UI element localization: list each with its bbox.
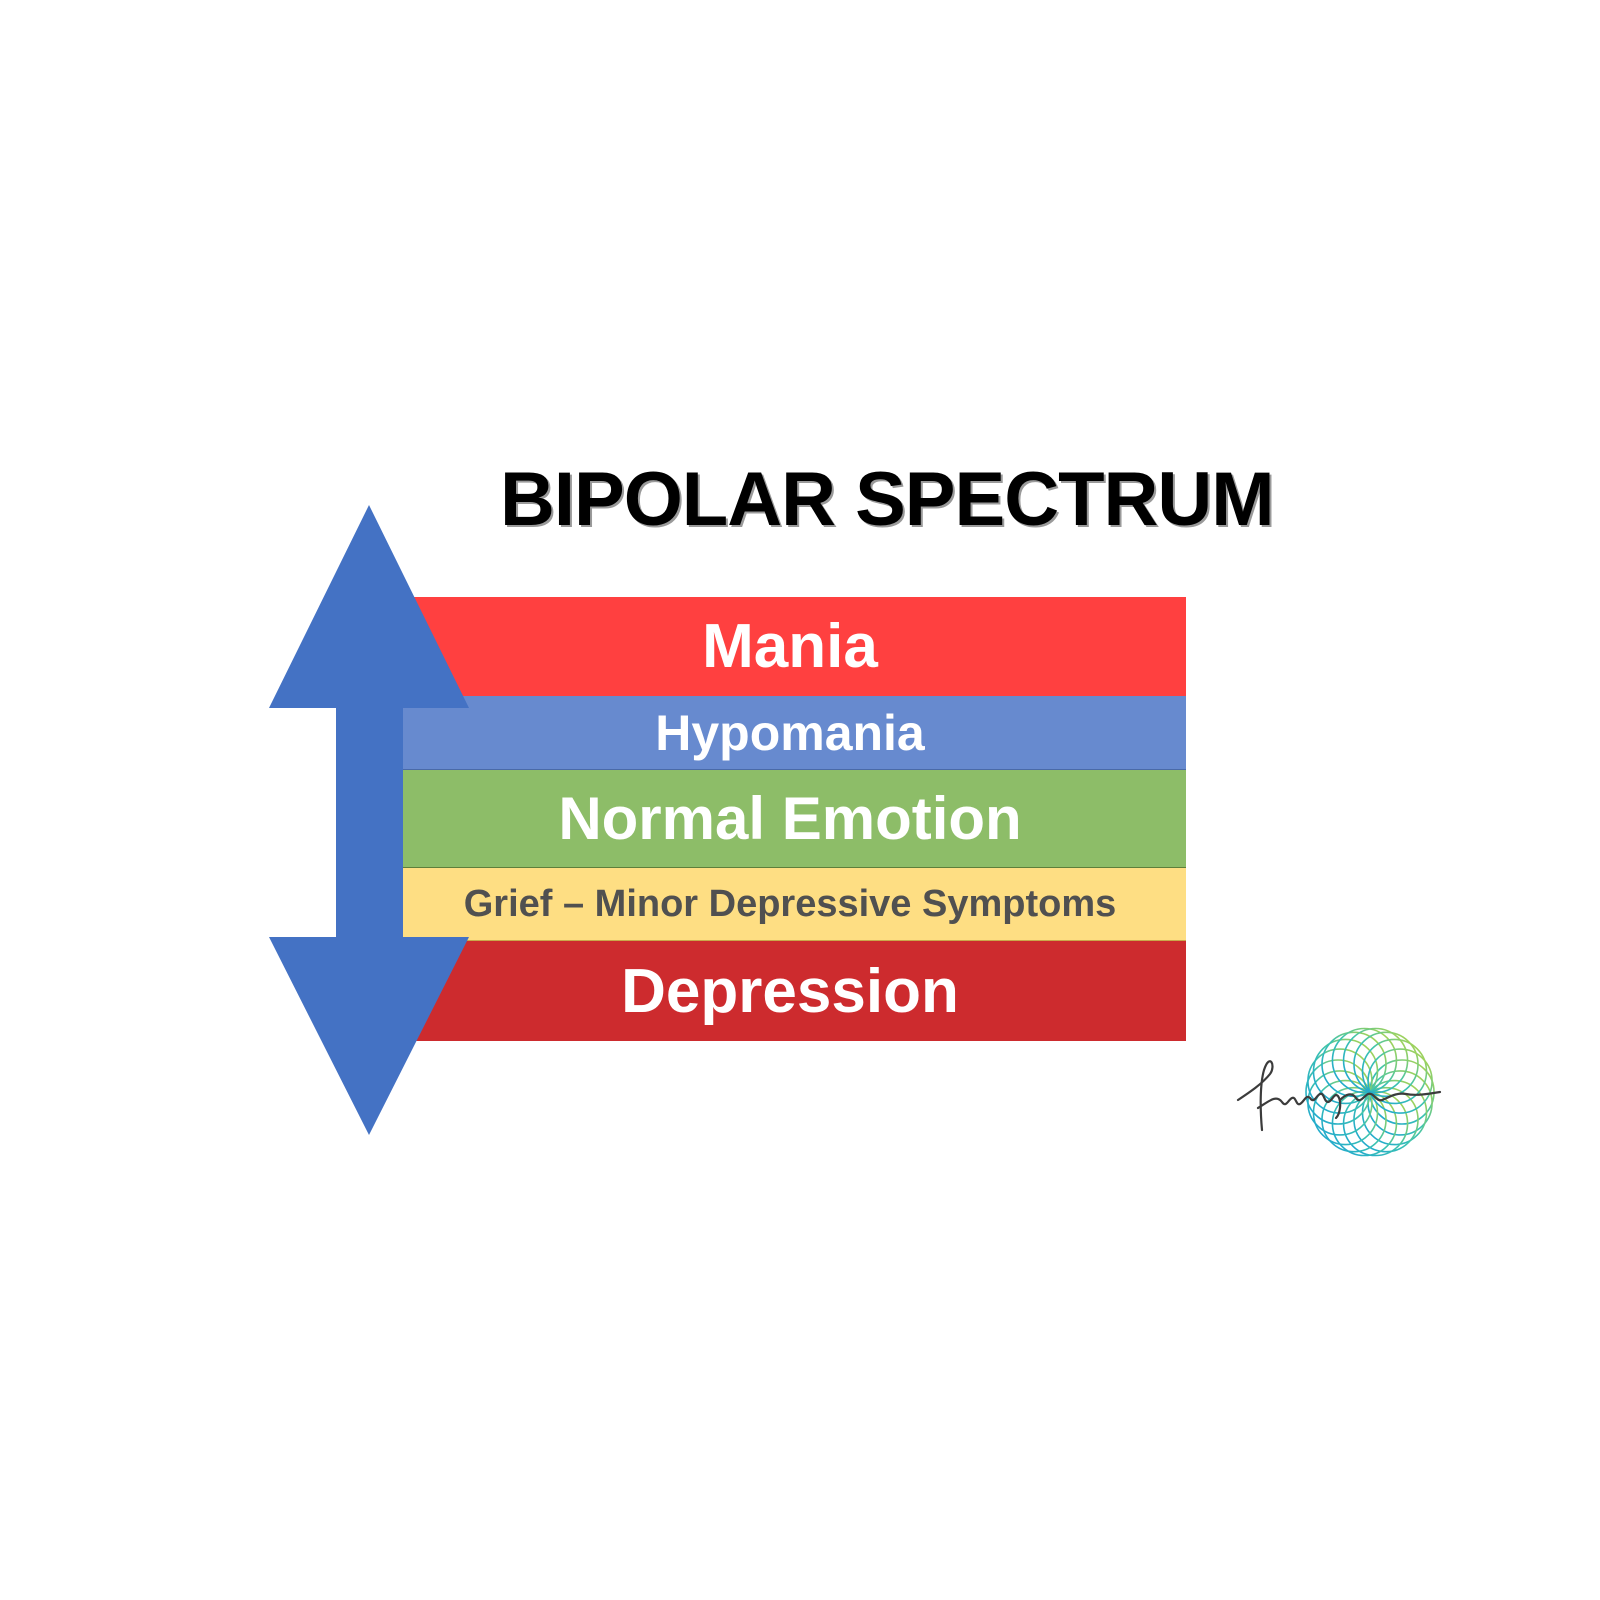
- double-headed-vertical-arrow-icon: [269, 505, 469, 1135]
- band-depression: Depression: [394, 941, 1186, 1041]
- page-title: BIPOLAR SPECTRUM: [500, 457, 1275, 542]
- band-mania: Mania: [394, 597, 1186, 696]
- band-hypomania: Hypomania: [394, 696, 1186, 770]
- band-normal-emotion: Normal Emotion: [394, 770, 1186, 868]
- signature-icon: [1236, 1060, 1442, 1132]
- band-grief: Grief – Minor Depressive Symptoms: [394, 868, 1186, 941]
- spirograph-mandala-logo-icon: [1236, 1027, 1442, 1157]
